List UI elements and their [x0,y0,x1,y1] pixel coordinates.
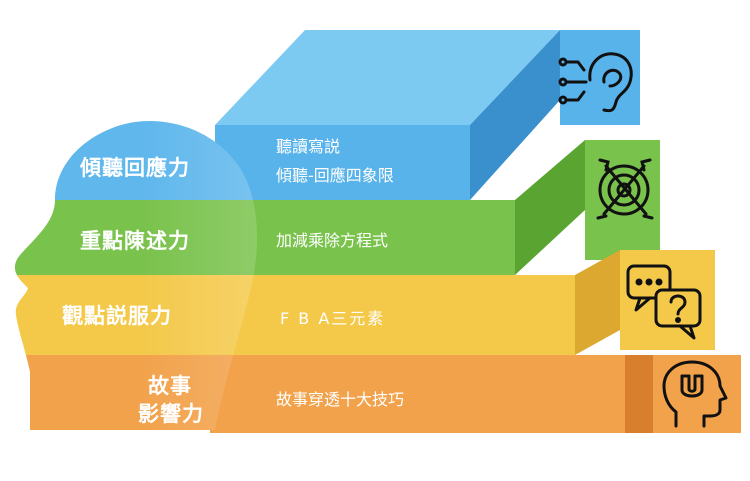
target-arrows-icon [596,158,654,220]
ear-signal-icon [558,52,633,113]
head-magnet-icon [662,360,728,428]
statement-side-face [515,140,585,275]
title-listening: 傾聽回應力 [80,156,190,180]
title-story-line-2: 影響力 [138,402,204,426]
desc-listening-line-1: 聽讀寫説 [276,137,341,156]
desc-statement: 加減乘除方程式 [276,231,389,250]
persuasion-side-face [575,250,620,355]
story-side-face [625,355,653,433]
desc-listening-line-2: 傾聽-回應四象限 [276,166,394,185]
title-statement: 重點陳述力 [80,229,190,253]
speech-bubbles-icon [626,264,702,340]
listening-icon-face [560,30,640,125]
story-front [210,355,635,433]
desc-story: 故事穿透十大技巧 [276,390,405,409]
listening-top-face [215,30,560,125]
listening-side-face [470,30,560,200]
layer-listening [215,30,640,200]
persuasion-front [205,275,575,355]
layer-statement [210,140,660,275]
title-story-line-1: 故事 [148,374,192,398]
statement-front [210,200,515,275]
desc-persuasion: F B A三元素 [280,309,386,328]
listening-front [215,125,470,200]
layer-story [210,355,741,433]
statement-icon-face [585,140,660,260]
title-persuasion: 觀點説服力 [62,304,172,328]
